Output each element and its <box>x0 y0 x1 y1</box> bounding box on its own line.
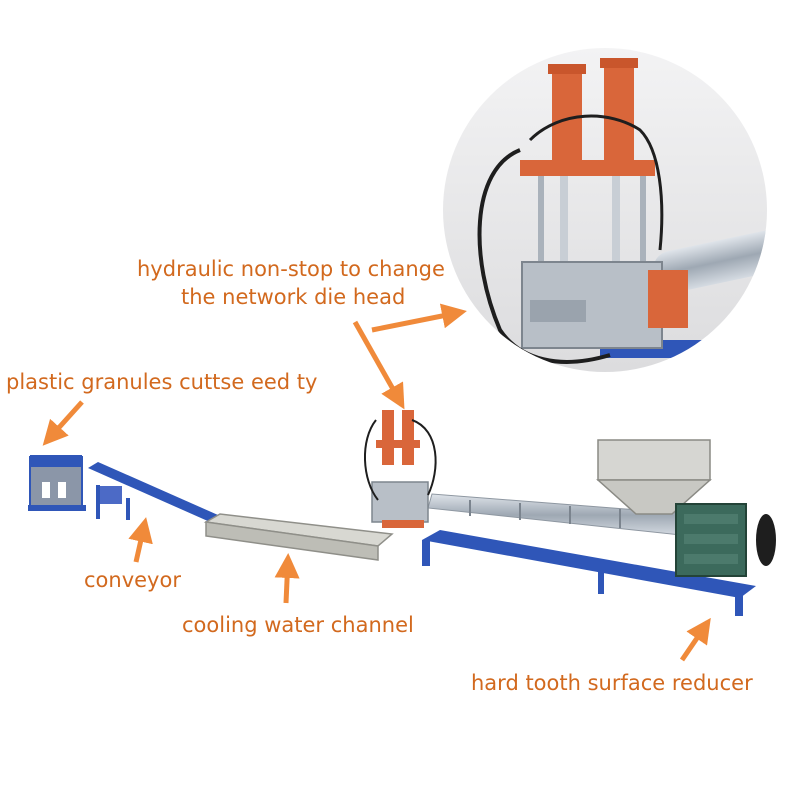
label-granules-cutter: plastic granules cuttse eed ty <box>6 370 318 394</box>
arrow-reducer <box>679 617 711 662</box>
callout-arrows <box>42 303 711 662</box>
arrow-granules-cutter <box>42 400 84 446</box>
arrow-die-head-inset <box>371 303 467 333</box>
gearbox-reducer <box>675 503 776 577</box>
label-die-head-line2: the network die head <box>181 285 406 309</box>
arrow-die-head-station <box>352 320 405 410</box>
feed-hopper <box>596 439 712 515</box>
label-reducer: hard tooth surface reducer <box>471 671 753 695</box>
label-conveyor: conveyor <box>84 568 181 592</box>
granule-cutter-machine <box>28 455 86 511</box>
extruder-base-frame <box>422 530 756 616</box>
label-die-head-line1: hydraulic non-stop to change <box>137 257 445 281</box>
label-cooling-channel: cooling water channel <box>182 613 414 637</box>
die-head-station <box>364 410 437 528</box>
arrow-conveyor <box>128 517 153 563</box>
conveyor-machine <box>88 462 218 522</box>
cooling-water-channel <box>203 513 394 561</box>
die-head-closeup-inset <box>443 48 767 372</box>
arrow-cooling-channel <box>274 553 300 604</box>
